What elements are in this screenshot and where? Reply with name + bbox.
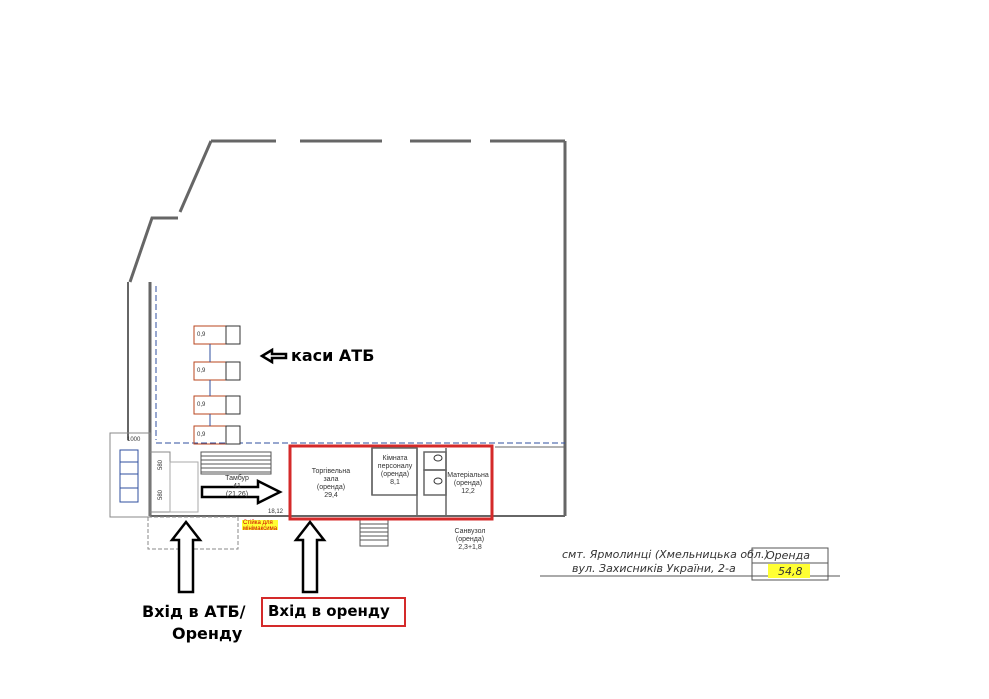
entrance-atb-label-line1: Вхід в АТБ/ bbox=[142, 602, 246, 621]
cash-value-d: 0,9 bbox=[197, 432, 206, 438]
staff-room-line2: персоналу bbox=[377, 463, 413, 470]
cash-value-a: 0,9 bbox=[197, 332, 206, 338]
cash-desks bbox=[193, 325, 241, 445]
entrance-rent-label: Вхід в оренду bbox=[268, 602, 390, 620]
rental-rooms bbox=[371, 447, 447, 517]
rental-area-outline bbox=[288, 444, 494, 521]
entrance-atb-label-line2: Оренду bbox=[172, 624, 243, 643]
arrow-up-icon bbox=[293, 519, 327, 594]
staff-room-area: 8,1 bbox=[390, 479, 400, 486]
sanuzol-line2: (оренда) bbox=[455, 536, 485, 543]
arrow-up-icon bbox=[169, 519, 203, 594]
tambour-extra: (21,26) bbox=[225, 491, 249, 498]
bottom-value: 18,12 bbox=[268, 509, 284, 515]
rent-value-highlight bbox=[768, 564, 810, 578]
dimension-left-a: 580 bbox=[158, 459, 165, 471]
dimension-top-left: 1000 bbox=[127, 437, 141, 443]
sanuzol-line1: Санвузол bbox=[454, 528, 486, 535]
storage-line2: (оренда) bbox=[453, 480, 483, 487]
cash-value-b: 0,9 bbox=[197, 368, 206, 374]
outside-stairs bbox=[359, 519, 389, 547]
staff-room-line1: Кімната bbox=[382, 455, 408, 462]
inner-walls bbox=[150, 286, 565, 517]
arrow-right-icon bbox=[200, 478, 283, 506]
stand-highlight bbox=[242, 520, 278, 530]
storage-room: Матеріальна (оренда) 12,2 bbox=[446, 472, 490, 496]
storage-line1: Матеріальна bbox=[447, 472, 489, 479]
sanuzol-room: Санвузол (оренда) 2,3+1,8 bbox=[450, 528, 490, 552]
staff-room: Кімната персоналу (оренда) 8,1 bbox=[374, 455, 416, 487]
sanitary-fixtures bbox=[433, 454, 443, 485]
cash-value-c: 0,9 bbox=[197, 402, 206, 408]
arrow-left-icon bbox=[259, 347, 288, 365]
trading-hall-line2: зала bbox=[323, 476, 339, 483]
entrance-block bbox=[109, 432, 239, 550]
tambour-name: Тамбур bbox=[225, 475, 249, 482]
arrows bbox=[169, 347, 327, 594]
trading-hall-area: 29,4 bbox=[324, 492, 338, 499]
atb-checkouts-label: каси АТБ bbox=[291, 346, 375, 365]
staff-room-line3: (оренда) bbox=[380, 471, 410, 478]
address-line1: смт. Ярмолинці (Хмельницька обл.) bbox=[562, 548, 769, 561]
dimension-left-b: 580 bbox=[158, 489, 165, 501]
rent-entrance-box bbox=[261, 597, 406, 627]
address-line2: вул. Захисників України, 2-а bbox=[572, 562, 736, 575]
stand-note-line2: мінімаксима bbox=[243, 526, 278, 532]
storage-area: 12,2 bbox=[461, 488, 475, 495]
sanuzol-area: 2,3+1,8 bbox=[458, 544, 482, 551]
rent-box-value: 54,8 bbox=[778, 565, 803, 578]
building-outline bbox=[127, 139, 567, 516]
stand-note: Стійка для мінімаксима bbox=[243, 520, 277, 532]
trading-hall-line1: Торгівельна bbox=[311, 468, 351, 475]
rent-box-header: Оренда bbox=[766, 549, 810, 562]
tambour-stairs bbox=[200, 451, 272, 475]
tambour-room: Тамбур 41 (21,26) bbox=[220, 475, 254, 499]
stand-note-line1: Стійка для bbox=[243, 520, 273, 526]
tambour-area: 41 bbox=[233, 483, 241, 490]
trading-hall-room: Торгівельна зала (оренда) 29,4 bbox=[308, 468, 354, 500]
trading-hall-line3: (оренда) bbox=[316, 484, 346, 491]
